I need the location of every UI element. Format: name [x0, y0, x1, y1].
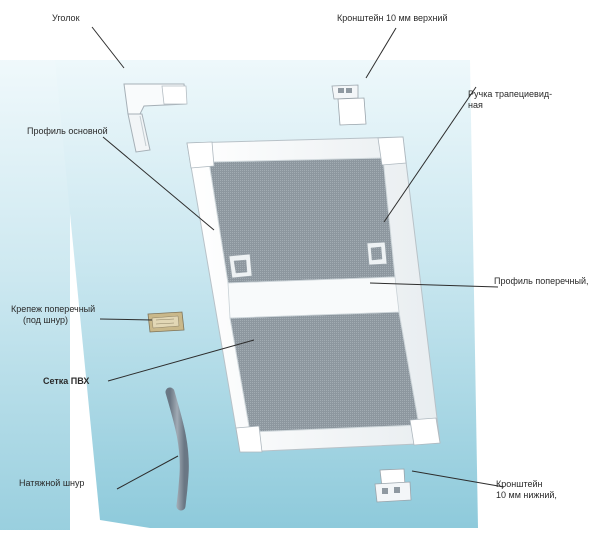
frame-corner-tl: [186, 141, 215, 169]
cross-profile: [227, 276, 400, 319]
label-fastener-line1: Крепеж поперечный: [11, 304, 96, 314]
leader-corner: [91, 26, 125, 69]
corner-part: [123, 83, 188, 153]
label-handle: Ручка трапециевид- ная: [468, 89, 552, 111]
handle-left: [228, 253, 253, 279]
leader-lines: [91, 26, 505, 490]
label-bracket-bottom-line2: 10 мм нижний,: [496, 490, 557, 500]
tension-cord: [165, 387, 189, 511]
cross-fastener-part: [147, 311, 185, 333]
frame-corner-br: [409, 417, 441, 446]
label-fastener: Крепеж поперечный (под шнур): [11, 304, 95, 326]
leader-cord: [116, 455, 179, 490]
screen-frame: [186, 136, 441, 453]
leader-bracket-top: [365, 27, 397, 79]
label-bracket-top: Кронштейн 10 мм верхний: [337, 13, 448, 23]
label-fastener-line2: (под шнур): [23, 315, 69, 325]
label-bracket-bottom: Кронштейн 10 мм нижний,: [496, 479, 557, 501]
leader-bracket-bottom: [411, 470, 505, 488]
label-handle-line2: ная: [468, 100, 483, 110]
bracket-top-part: [331, 84, 367, 126]
label-profile-cross: Профиль поперечный,: [494, 276, 589, 286]
frame-corner-bl: [235, 425, 263, 453]
background-panel-left: [0, 60, 70, 530]
label-corner: Уголок: [52, 13, 80, 23]
handle-right: [366, 241, 388, 266]
leader-mesh: [107, 339, 255, 382]
mesh-panel-bottom: [229, 311, 420, 433]
label-mesh: Сетка ПВХ: [43, 376, 90, 386]
label-cord: Натяжной шнур: [19, 478, 85, 488]
frame-corner-tr: [377, 136, 407, 166]
label-bracket-bottom-line1: Кронштейн: [496, 479, 543, 489]
leader-fastener: [99, 318, 153, 321]
leader-profile-main: [102, 136, 215, 231]
leader-handle: [383, 86, 477, 223]
label-handle-line1: Ручка трапециевид-: [468, 89, 553, 99]
leader-profile-cross: [369, 282, 499, 288]
label-profile-main: Профиль основной: [27, 126, 108, 136]
bracket-bottom-part: [374, 468, 412, 503]
